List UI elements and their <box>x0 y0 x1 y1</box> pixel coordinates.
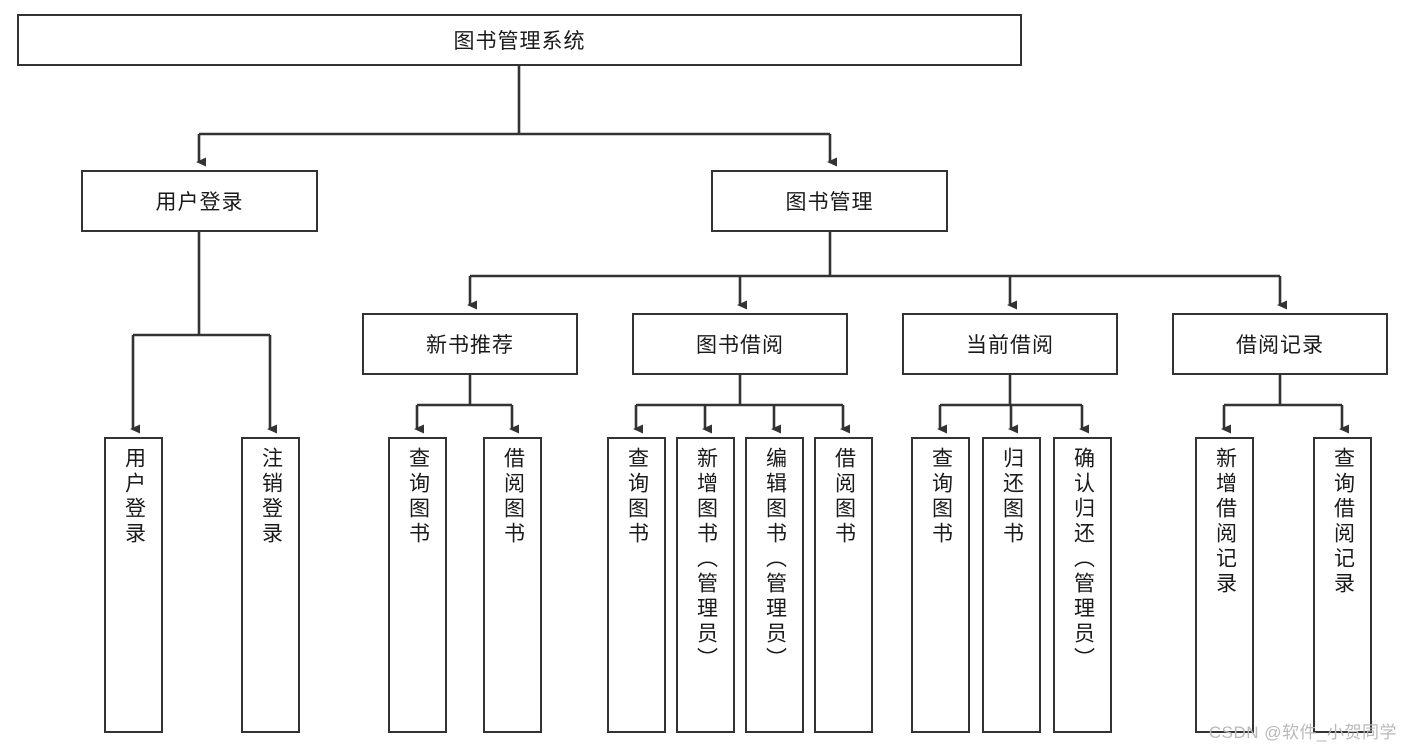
leaf-query-book-recommend[interactable]: 查询图书 <box>388 437 447 733</box>
leaf-label: 新增借阅记录 <box>1213 447 1237 597</box>
leaf-borrow-book[interactable]: 借阅图书 <box>814 437 873 733</box>
node-borrow-record-label: 借阅记录 <box>1236 334 1324 357</box>
leaf-label: 新增图书（管理员） <box>694 447 718 672</box>
leaf-label: 确认归还（管理员） <box>1071 447 1095 672</box>
leaf-return-book[interactable]: 归还图书 <box>982 437 1041 733</box>
node-root-label: 图书管理系统 <box>453 30 586 53</box>
node-book-management-label: 图书管理 <box>785 191 874 214</box>
node-borrow-record[interactable]: 借阅记录 <box>1172 313 1388 375</box>
leaf-query-borrow-record[interactable]: 查询借阅记录 <box>1313 437 1372 733</box>
leaf-label: 用户登录 <box>122 447 146 547</box>
node-root[interactable]: 图书管理系统 <box>17 14 1022 66</box>
leaf-label: 查询图书 <box>625 447 649 547</box>
leaf-edit-book-admin[interactable]: 编辑图书（管理员） <box>745 437 804 733</box>
watermark: CSDN @软件_小贺同学 <box>1208 723 1397 742</box>
node-new-book-recommend[interactable]: 新书推荐 <box>362 313 578 375</box>
leaf-label: 查询借阅记录 <box>1331 447 1355 597</box>
node-user-login[interactable]: 用户登录 <box>81 170 318 232</box>
leaf-add-borrow-record[interactable]: 新增借阅记录 <box>1195 437 1254 733</box>
node-new-book-recommend-label: 新书推荐 <box>426 334 514 357</box>
leaf-label: 编辑图书（管理员） <box>763 447 787 672</box>
node-user-login-label: 用户登录 <box>155 191 244 214</box>
leaf-label: 归还图书 <box>1000 447 1024 547</box>
leaf-borrow-book-recommend[interactable]: 借阅图书 <box>483 437 542 733</box>
leaf-label: 注销登录 <box>259 447 283 547</box>
node-current-borrow-label: 当前借阅 <box>966 334 1054 357</box>
leaf-label: 借阅图书 <box>501 447 525 547</box>
leaf-confirm-return-admin[interactable]: 确认归还（管理员） <box>1053 437 1112 733</box>
leaf-logout[interactable]: 注销登录 <box>241 437 300 733</box>
leaf-user-login[interactable]: 用户登录 <box>104 437 163 733</box>
leaf-label: 借阅图书 <box>832 447 856 547</box>
leaf-query-book-current[interactable]: 查询图书 <box>911 437 970 733</box>
node-book-management[interactable]: 图书管理 <box>711 170 948 232</box>
leaf-add-book-admin[interactable]: 新增图书（管理员） <box>676 437 735 733</box>
leaf-label: 查询图书 <box>406 447 430 547</box>
leaf-query-book-borrow[interactable]: 查询图书 <box>607 437 666 733</box>
node-book-borrow-label: 图书借阅 <box>696 334 784 357</box>
node-book-borrow[interactable]: 图书借阅 <box>632 313 848 375</box>
node-current-borrow[interactable]: 当前借阅 <box>902 313 1118 375</box>
leaf-label: 查询图书 <box>929 447 953 547</box>
